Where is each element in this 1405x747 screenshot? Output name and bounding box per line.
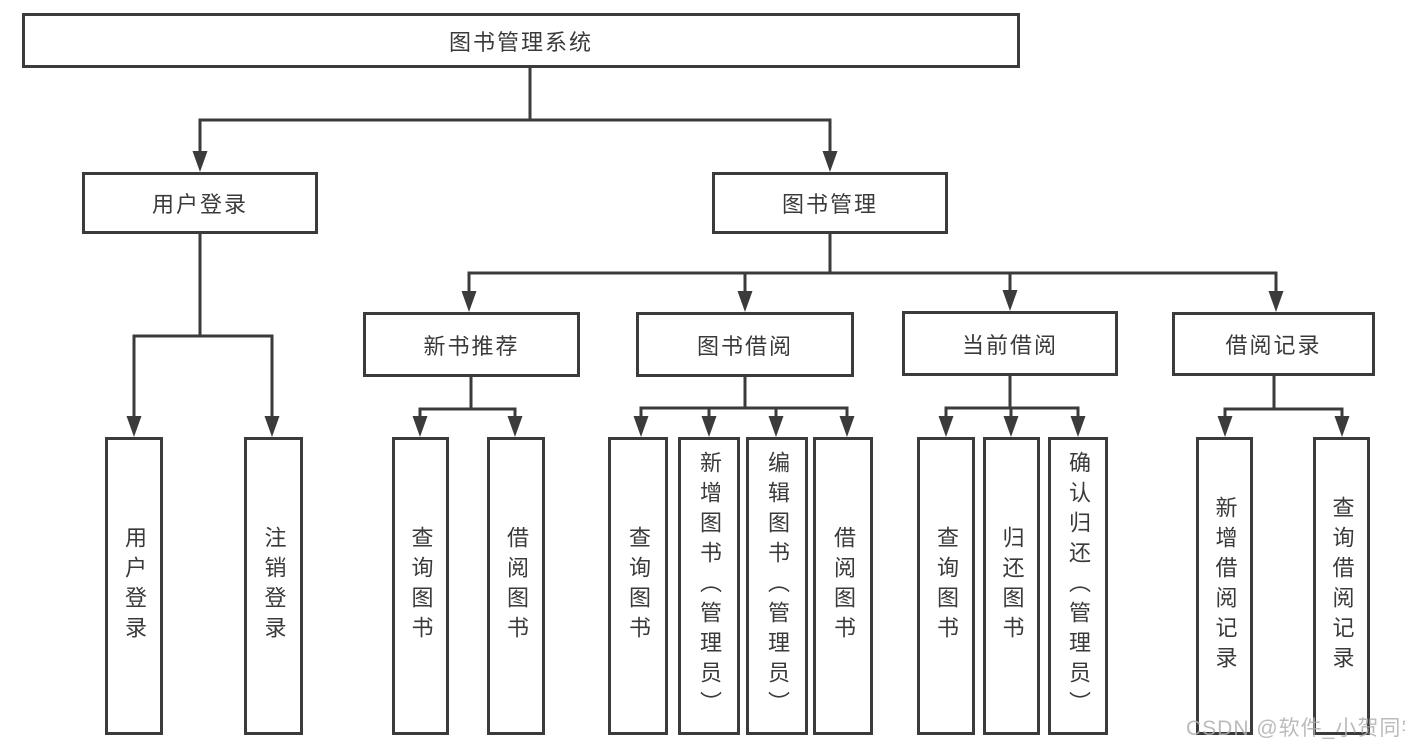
- connector-book-mgmt-branch: [461, 232, 1284, 312]
- connector-book-borrow-branch: [633, 375, 855, 437]
- leaf-label: 注销登录: [261, 526, 287, 646]
- leaf-label: 归还图书: [999, 526, 1025, 646]
- connector-root-to-level2: [192, 66, 838, 172]
- leaf-query-book-1: 查询图书: [392, 437, 449, 735]
- leaf-user-login: 用户登录: [105, 437, 163, 735]
- node-root-system: 图书管理系统: [22, 13, 1020, 68]
- node-user-login-group: 用户登录: [82, 172, 318, 234]
- connector-user-login-branch: [126, 232, 280, 437]
- node-book-borrowing: 图书借阅: [636, 312, 854, 377]
- leaf-query-book-2: 查询图书: [608, 437, 668, 735]
- leaf-return-book: 归还图书: [983, 437, 1040, 735]
- leaf-label: 查询图书: [934, 526, 959, 646]
- leaf-label: 新增图书（管理员）: [697, 451, 722, 721]
- node-new-book-recommend: 新书推荐: [363, 312, 580, 377]
- leaf-label: 借阅图书: [504, 526, 529, 646]
- leaf-label: 编辑图书（管理员）: [765, 451, 790, 721]
- leaf-label: 借阅图书: [831, 526, 856, 646]
- connector-borrow-records-branch: [1217, 374, 1350, 437]
- leaf-logout: 注销登录: [244, 437, 303, 735]
- leaf-label: 查询图书: [626, 526, 651, 646]
- node-current-borrowing: 当前借阅: [902, 311, 1118, 376]
- leaf-borrow-book-2: 借阅图书: [813, 437, 873, 735]
- leaf-label: 查询图书: [408, 526, 434, 646]
- leaf-label: 查询借阅记录: [1329, 496, 1355, 676]
- leaf-borrow-book-1: 借阅图书: [487, 437, 545, 735]
- leaf-label: 确认归还（管理员）: [1066, 451, 1091, 721]
- leaf-add-book-admin: 新增图书（管理员）: [678, 437, 740, 735]
- leaf-label: 用户登录: [122, 526, 147, 646]
- leaf-confirm-return-admin: 确认归还（管理员）: [1048, 437, 1108, 735]
- csdn-watermark: CSDN @软件_小贺同学: [1186, 717, 1405, 740]
- connector-current-borrow-branch: [938, 374, 1086, 437]
- leaf-edit-book-admin: 编辑图书（管理员）: [746, 437, 808, 735]
- node-borrow-records: 借阅记录: [1172, 312, 1375, 376]
- leaf-add-borrow-record: 新增借阅记录: [1196, 437, 1253, 735]
- leaf-query-book-3: 查询图书: [917, 437, 975, 735]
- connector-new-book-rec-branch: [412, 375, 523, 437]
- leaf-label: 新增借阅记录: [1212, 496, 1238, 676]
- leaf-query-borrow-record: 查询借阅记录: [1313, 437, 1370, 735]
- node-book-management: 图书管理: [712, 172, 948, 234]
